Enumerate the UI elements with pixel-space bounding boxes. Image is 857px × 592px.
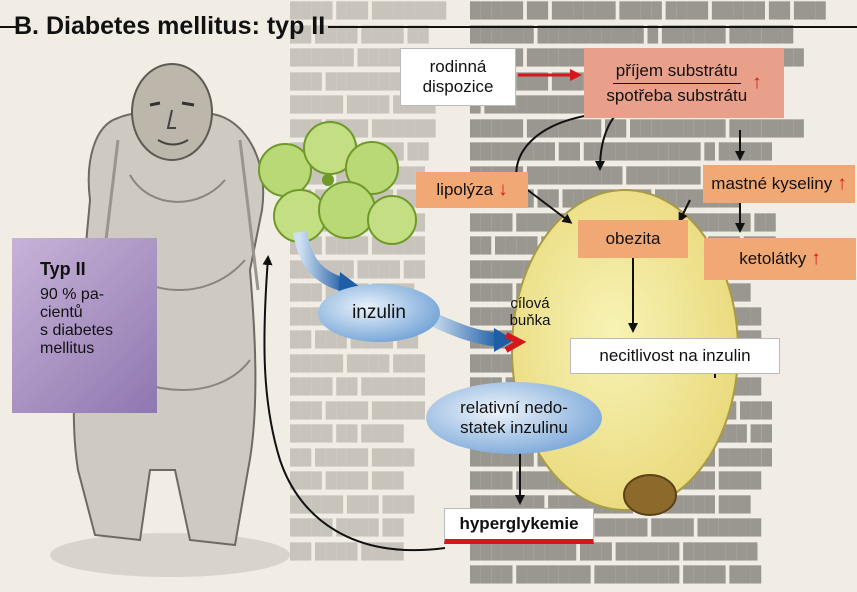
node-necitlivost: necitlivost na inzulin [570, 338, 780, 374]
node-prijem-spotreba: příjem substrátu spotřeba substrátu ↑ [584, 48, 784, 118]
legend-line: cientů [40, 304, 157, 322]
node-mastne-kyseliny: mastné kyseliny↑ [703, 165, 855, 203]
cell-nucleus-icon [624, 475, 676, 515]
increase-arrow-icon: ↑ [811, 248, 821, 270]
node-obezita: obezita [578, 220, 688, 258]
insulin-to-cell-arrow [430, 318, 500, 340]
decrease-arrow-icon: ↓ [498, 179, 508, 201]
node-inzulin: inzulin [318, 284, 440, 342]
increase-arrow-icon: ↑ [837, 173, 847, 195]
legend-title: Typ II [40, 260, 157, 278]
node-relativni-nedostatek: relativní nedo-statek inzulinu [426, 382, 602, 454]
legend-line: 90 % pa- [40, 286, 157, 304]
increase-arrow-icon: ↑ [752, 72, 762, 94]
node-lipolyza: lipolýza↓ [416, 172, 528, 208]
insulin-source-arrow [300, 232, 345, 285]
type-legend: Typ II 90 % pa- cientů s diabetes mellit… [12, 238, 157, 413]
prijem-denominator: spotřeba substrátu [606, 84, 747, 106]
node-hyperglykemie: hyperglykemie [444, 508, 594, 544]
prijem-numerator: příjem substrátu [613, 61, 741, 84]
legend-line: s diabetes [40, 322, 157, 340]
fat-cell-icon [259, 122, 416, 244]
node-ketolatky: ketolátky↑ [704, 238, 856, 280]
legend-line: mellitus [40, 340, 157, 358]
